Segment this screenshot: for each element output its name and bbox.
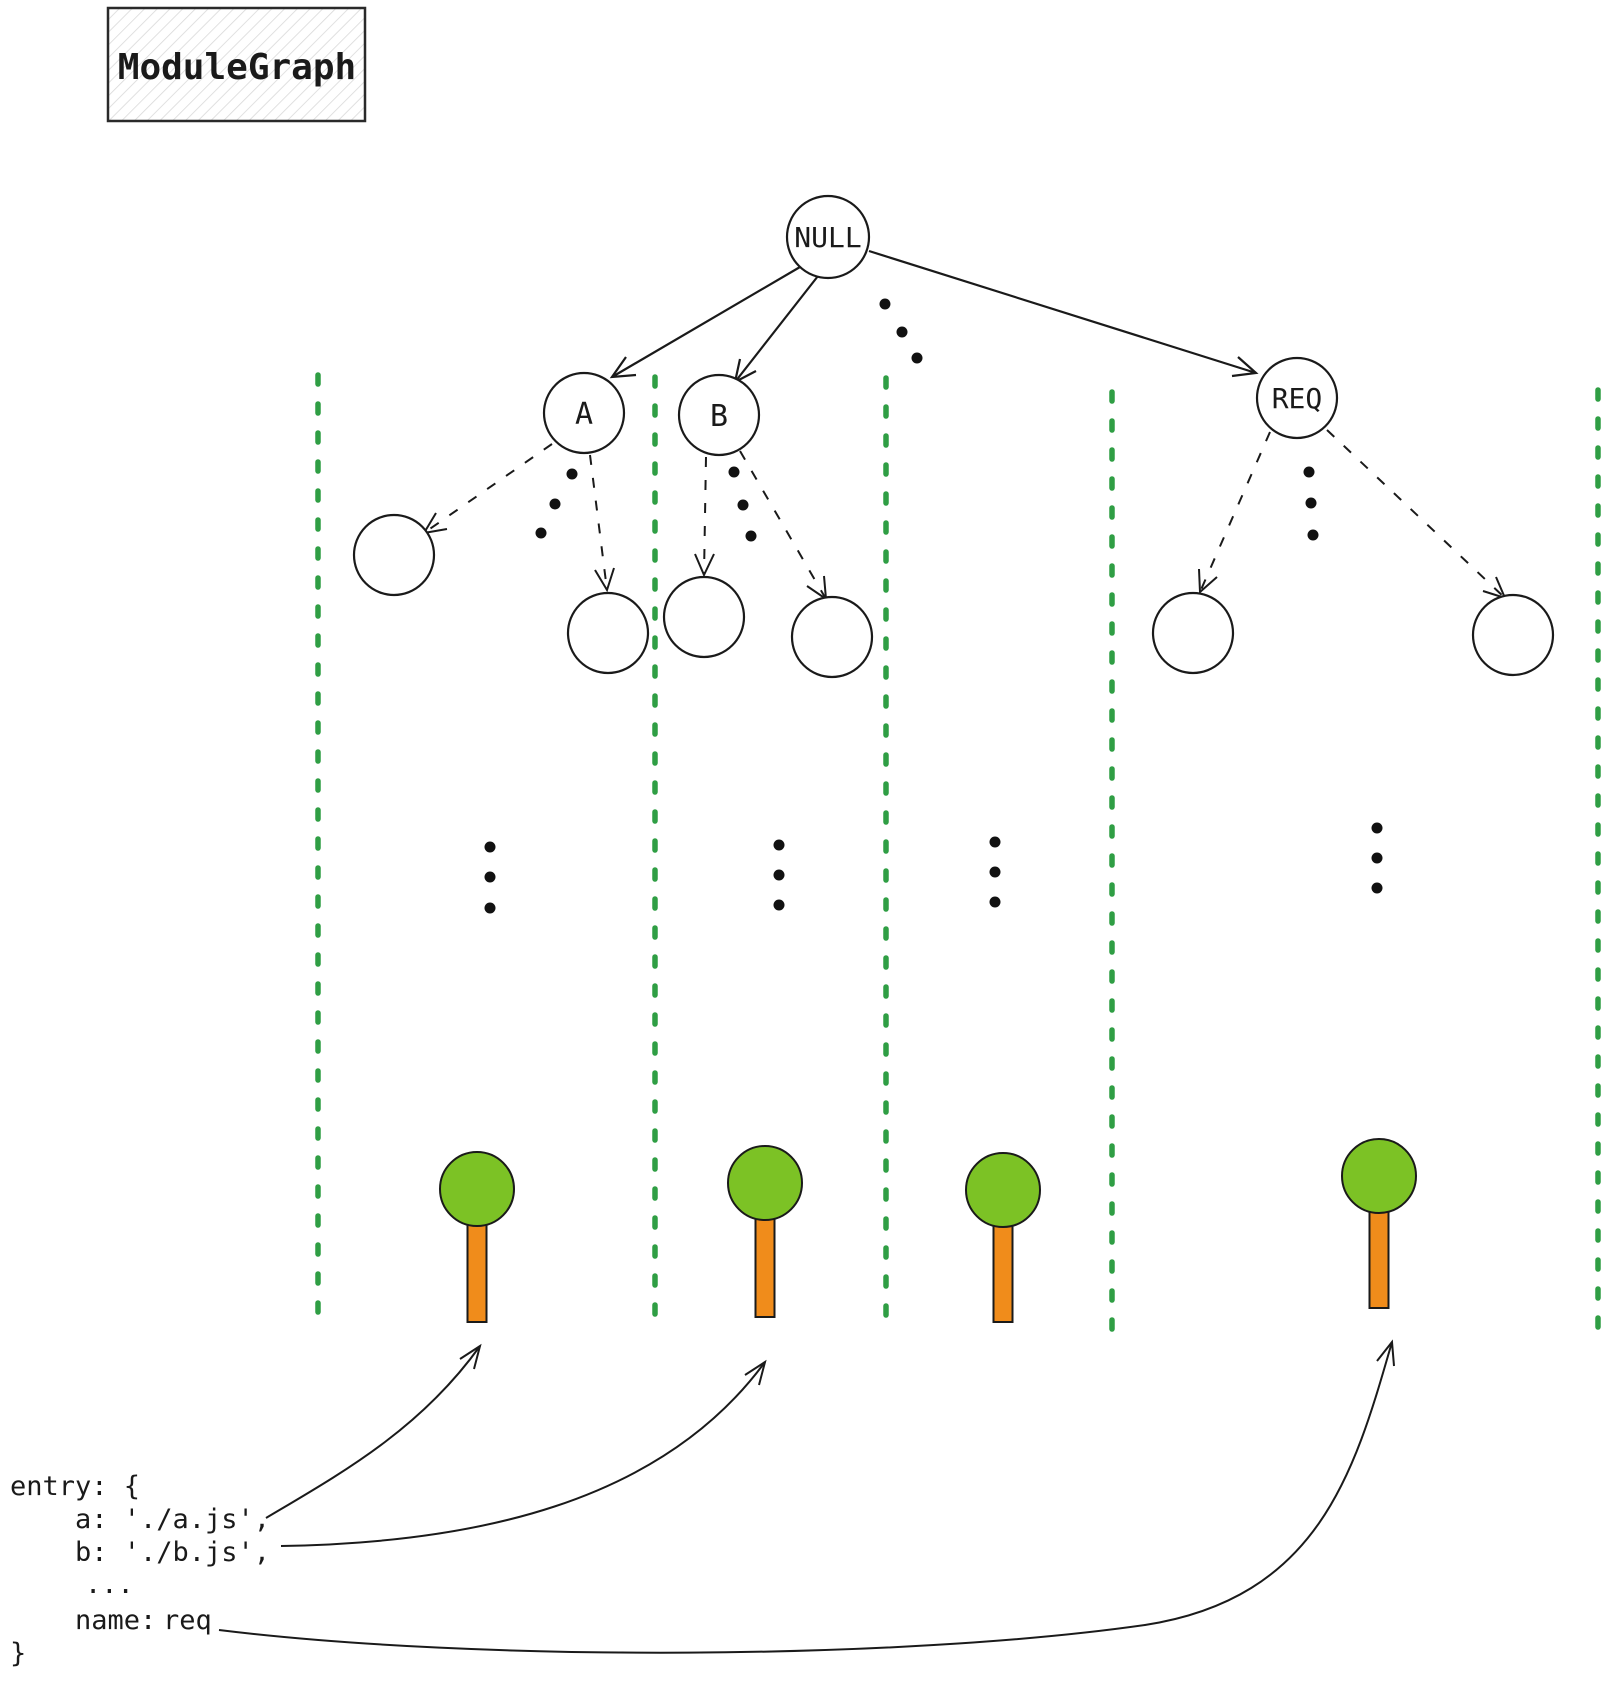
arrow-name-req-to-tree4: [218, 1341, 1393, 1654]
node-null-label: NULL: [794, 221, 861, 254]
edge-null-to-req: [868, 249, 1257, 375]
edge-req-to-child1: [1199, 431, 1271, 593]
node-a-circle: [542, 371, 626, 455]
node-req-label: REQ: [1272, 382, 1323, 415]
arrowhead-b-child1: [694, 553, 715, 578]
tree-icons: [439, 1138, 1417, 1323]
dashed-edge-arrowheads: [422, 512, 1507, 602]
dashed-edges: [423, 429, 1506, 600]
code-line-a: a: './a.js',: [75, 1504, 270, 1535]
ellipsis-dots-lane2: [773, 839, 785, 911]
code-line-name-value: req: [163, 1605, 212, 1636]
edge-null-to-b: [734, 275, 819, 383]
node-null-circle: [785, 194, 871, 280]
ellipsis-dots-lane4: [1371, 822, 1383, 894]
title-box: [106, 6, 367, 123]
arrowhead-tree1: [459, 1343, 482, 1370]
arrowhead-a-child2: [594, 567, 615, 593]
tree-crown: [439, 1151, 515, 1227]
tree-icon-2: [727, 1145, 803, 1318]
lane-dividers: [315, 372, 1601, 1336]
arrowhead-a-child1: [422, 512, 448, 535]
tree-icon-1: [439, 1151, 515, 1323]
node-b: B: [677, 373, 761, 457]
arrow-entry-a-to-tree1: [265, 1345, 481, 1519]
edge-null-to-a: [611, 266, 801, 378]
node-b-circle: [677, 373, 761, 457]
empty-module-nodes: [352, 513, 1555, 679]
ellipsis-dots-null-children: [879, 298, 923, 364]
arrowhead-null-to-a: [609, 356, 637, 379]
ellipsis-dots-req-children: [1303, 466, 1319, 541]
ellipsis-dots-b-children: [728, 466, 757, 542]
module-node-empty-req2: [1471, 593, 1555, 677]
node-b-label: B: [710, 399, 728, 434]
tree-trunk: [992, 1219, 1014, 1323]
code-line-close-brace: }: [10, 1638, 26, 1669]
tree-icon-3: [965, 1152, 1041, 1323]
tree-crown: [965, 1152, 1041, 1228]
tree-icon-4: [1341, 1138, 1417, 1309]
node-req-circle: [1255, 356, 1339, 440]
solid-edges: [609, 249, 1259, 385]
node-null: NULL: [785, 194, 871, 280]
ellipsis-dots-a-children: [535, 468, 578, 539]
edge-b-to-child2: [739, 450, 827, 600]
ellipsis-dots-lane3: [989, 836, 1001, 908]
ellipsis-dots-groups: [484, 298, 1383, 914]
arrowhead-req-child1: [1198, 568, 1218, 595]
arrowhead-tree4: [1376, 1339, 1395, 1367]
module-node-empty-a2: [566, 591, 650, 675]
code-block: entry: { a: './a.js', b: './b.js', ... n…: [10, 1471, 270, 1669]
tree-crown: [1341, 1138, 1417, 1214]
module-node-empty-b2: [790, 595, 874, 679]
edge-a-to-child1: [423, 443, 553, 534]
code-line-ellipsis: ...: [85, 1569, 134, 1600]
title-label: ModuleGraph: [118, 47, 356, 88]
title-group: ModuleGraph: [106, 6, 367, 123]
module-node-empty-req1: [1151, 591, 1235, 675]
module-node-empty-a1: [352, 513, 436, 597]
tree-trunk: [754, 1212, 776, 1318]
module-node-empty-b1: [662, 575, 746, 659]
node-a: A: [542, 371, 626, 455]
edge-a-to-child2: [589, 454, 608, 591]
tree-trunk: [1368, 1205, 1390, 1309]
code-line-entry: entry: {: [10, 1471, 140, 1502]
edge-req-to-child2: [1326, 429, 1506, 599]
arrow-entry-b-to-tree2: [280, 1361, 766, 1547]
annotation-arrows: [218, 1339, 1395, 1654]
node-req: REQ: [1255, 356, 1339, 440]
ellipsis-dots-lane1: [484, 841, 496, 914]
node-a-label: A: [575, 397, 593, 432]
tree-trunk: [466, 1218, 488, 1323]
arrowhead-tree2: [744, 1359, 767, 1386]
code-line-name: name:: [75, 1605, 156, 1636]
edge-b-to-child1: [703, 456, 707, 576]
arrowhead-null-to-req: [1231, 356, 1259, 378]
arrowhead-req-child2: [1482, 576, 1507, 600]
code-line-b: b: './b.js',: [75, 1537, 270, 1568]
tree-crown: [727, 1145, 803, 1221]
